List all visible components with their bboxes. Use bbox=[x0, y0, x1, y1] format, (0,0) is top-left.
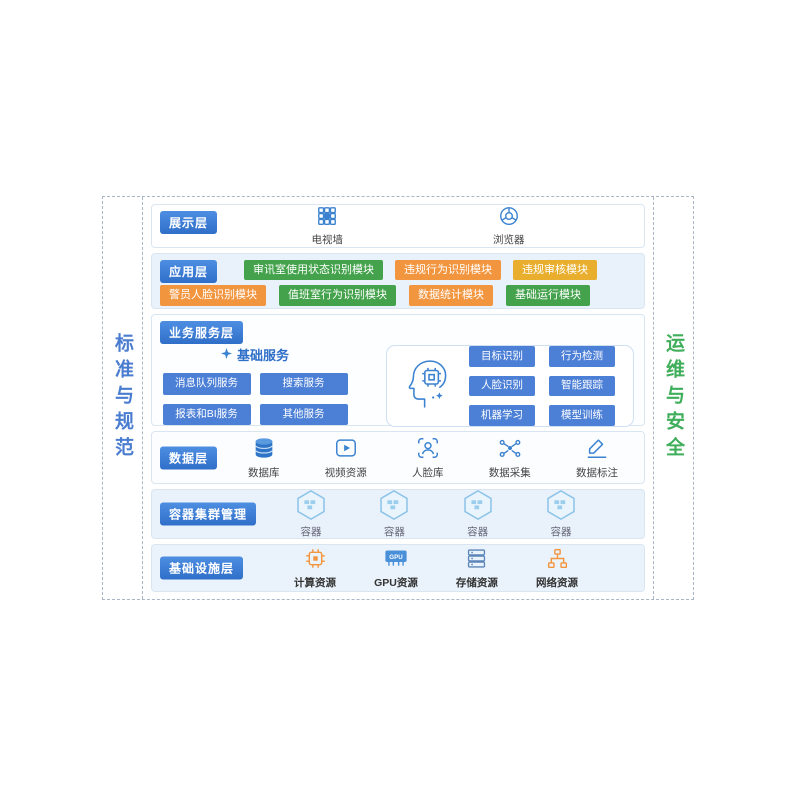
operations-sidebar: 运维与安全 bbox=[653, 197, 693, 599]
video-resource-item: 视频资源 bbox=[325, 436, 367, 480]
presentation-layer-badge: 展示层 bbox=[160, 211, 218, 234]
ai-tag: 行为检测 bbox=[549, 346, 615, 367]
container-hexagon-icon bbox=[461, 489, 495, 524]
module-chip: 审讯室使用状态识别模块 bbox=[244, 260, 383, 281]
module-chip: 基础运行模块 bbox=[506, 285, 590, 306]
network-resource-item: 网络资源 bbox=[536, 547, 578, 590]
database-icon bbox=[252, 436, 276, 463]
container-label: 容器 bbox=[550, 526, 572, 539]
business-layer-badge: 业务服务层 bbox=[160, 321, 244, 344]
ai-tag: 模型训练 bbox=[549, 405, 615, 426]
container-label: 容器 bbox=[300, 526, 322, 539]
infrastructure-items: 计算资源 GPU GPU资源 bbox=[294, 547, 578, 590]
application-layer-badge: 应用层 bbox=[160, 260, 218, 283]
star-icon bbox=[220, 347, 232, 362]
operations-sidebar-label: 运维与安全 bbox=[663, 333, 684, 463]
browser-icon bbox=[498, 205, 520, 230]
face-library-label: 人脸库 bbox=[412, 466, 444, 479]
container-hexagon-icon bbox=[377, 489, 411, 524]
container-hexagon-icon bbox=[294, 489, 328, 524]
ai-tag: 人脸识别 bbox=[469, 375, 535, 397]
video-icon bbox=[334, 436, 358, 463]
container-layer-badge: 容器集群管理 bbox=[160, 502, 257, 526]
ai-tag: 智能跟踪 bbox=[549, 375, 615, 397]
service-chip: 消息队列服务 bbox=[162, 373, 251, 395]
application-row-2: 警员人脸识别模块 值班室行为识别模块 数据统计模块 基础运行模块 bbox=[160, 285, 636, 306]
module-chip: 值班室行为识别模块 bbox=[279, 285, 396, 306]
face-library-item: 人脸库 bbox=[412, 436, 444, 480]
architecture-diagram: 标准与规范 展示层 电视墙 bbox=[102, 196, 694, 600]
standards-sidebar-label: 标准与规范 bbox=[112, 333, 133, 463]
data-items: 数据库 视频资源 bbox=[248, 436, 618, 480]
ai-tag: 目标识别 bbox=[469, 346, 535, 367]
service-chip: 报表和BI服务 bbox=[162, 403, 251, 426]
cpu-icon bbox=[304, 547, 327, 573]
data-layer: 数据层 数据库 bbox=[151, 431, 645, 485]
ai-capabilities-box: 目标识别 行为检测 人脸识别 智能跟踪 机器学习 模型训练 bbox=[386, 345, 634, 427]
container-items: 容器 容器 bbox=[294, 489, 578, 539]
gpu-resource-label: GPU资源 bbox=[374, 576, 418, 589]
container-item: 容器 bbox=[377, 489, 411, 539]
data-collect-item: 数据采集 bbox=[489, 436, 531, 480]
infrastructure-layer-badge: 基础设施层 bbox=[160, 556, 244, 580]
data-collect-icon bbox=[498, 436, 522, 463]
storage-icon bbox=[465, 547, 488, 573]
container-hexagon-icon bbox=[544, 489, 578, 524]
presentation-layer: 展示层 电视墙 bbox=[151, 204, 645, 248]
tv-wall-item: 电视墙 bbox=[311, 205, 344, 247]
data-layer-badge: 数据层 bbox=[160, 446, 218, 470]
compute-resource-item: 计算资源 bbox=[294, 547, 336, 590]
basic-services-grid: 消息队列服务 搜索服务 报表和BI服务 其他服务 bbox=[162, 373, 348, 426]
basic-services-title: 基础服务 bbox=[220, 345, 289, 364]
container-cluster-layer: 容器集群管理 容器 bbox=[151, 489, 645, 540]
container-label: 容器 bbox=[383, 526, 405, 539]
browser-item: 浏览器 bbox=[493, 205, 525, 247]
module-chip: 违规行为识别模块 bbox=[395, 260, 501, 281]
network-icon bbox=[546, 547, 569, 573]
application-layer: 应用层 审讯室使用状态识别模块 违规行为识别模块 违规审核模块 警员人脸识别模块… bbox=[151, 253, 645, 309]
tv-wall-label: 电视墙 bbox=[311, 234, 344, 246]
service-chip: 搜索服务 bbox=[259, 373, 348, 395]
storage-resource-label: 存储资源 bbox=[455, 576, 498, 589]
data-annotate-icon bbox=[585, 436, 609, 463]
layers-column: 展示层 电视墙 bbox=[143, 197, 653, 599]
container-item: 容器 bbox=[294, 489, 328, 539]
database-label: 数据库 bbox=[248, 466, 280, 479]
database-item: 数据库 bbox=[248, 436, 280, 480]
service-chip: 其他服务 bbox=[259, 403, 348, 426]
container-item: 容器 bbox=[461, 489, 495, 539]
data-collect-label: 数据采集 bbox=[488, 466, 531, 479]
data-annotate-item: 数据标注 bbox=[576, 436, 618, 480]
svg-text:GPU: GPU bbox=[389, 553, 403, 560]
browser-label: 浏览器 bbox=[493, 234, 525, 246]
standards-sidebar: 标准与规范 bbox=[103, 197, 143, 599]
ai-tags-grid: 目标识别 行为检测 人脸识别 智能跟踪 机器学习 模型训练 bbox=[469, 346, 615, 426]
business-content: 基础服务 消息队列服务 搜索服务 报表和BI服务 其他服务 bbox=[160, 345, 636, 427]
container-label: 容器 bbox=[467, 526, 489, 539]
face-library-icon bbox=[416, 436, 440, 463]
module-chip: 违规审核模块 bbox=[513, 260, 597, 281]
gpu-resource-item: GPU GPU资源 bbox=[374, 547, 418, 590]
basic-services-group: 基础服务 消息队列服务 搜索服务 报表和BI服务 其他服务 bbox=[160, 345, 350, 427]
ai-tag: 机器学习 bbox=[469, 405, 535, 426]
data-annotate-label: 数据标注 bbox=[576, 466, 618, 479]
storage-resource-item: 存储资源 bbox=[456, 547, 498, 590]
application-row-1: 审讯室使用状态识别模块 违规行为识别模块 违规审核模块 bbox=[244, 260, 636, 281]
basic-services-label: 基础服务 bbox=[236, 348, 289, 363]
video-resource-label: 视频资源 bbox=[324, 466, 367, 479]
module-chip: 数据统计模块 bbox=[409, 285, 493, 306]
presentation-items: 电视墙 浏览器 bbox=[192, 205, 644, 247]
ai-head-chip-icon bbox=[405, 358, 453, 415]
module-chip: 警员人脸识别模块 bbox=[160, 285, 266, 306]
tv-wall-icon bbox=[316, 205, 338, 230]
business-service-layer: 业务服务层 基础服务 消息队列服务 搜索服务 报表和BI服务 其他服务 bbox=[151, 314, 645, 427]
compute-resource-label: 计算资源 bbox=[294, 576, 336, 589]
infrastructure-layer: 基础设施层 计算资源 bbox=[151, 544, 645, 592]
container-item: 容器 bbox=[544, 489, 578, 539]
network-resource-label: 网络资源 bbox=[536, 576, 578, 589]
gpu-icon: GPU bbox=[382, 547, 410, 573]
